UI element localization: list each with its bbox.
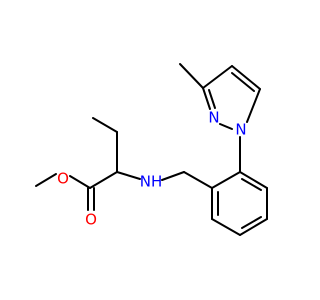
bond-ethyl-ch3 <box>92 117 118 133</box>
bond-ring-inner-1 <box>241 178 262 191</box>
bond-c4-c3 <box>202 65 233 89</box>
bond-ring-2 <box>239 171 268 189</box>
carbonyl-oxygen-label: O <box>85 211 97 229</box>
bond-c5-c4 <box>231 65 261 90</box>
bond-c5-c4-inner <box>231 72 255 92</box>
bond-ester-o-methyl <box>35 173 57 187</box>
bond-layer <box>35 63 268 236</box>
ester-oxygen-label: O <box>57 170 69 188</box>
pyrazole-n1-label: N <box>235 121 246 139</box>
bond-c3-methyl <box>179 63 204 89</box>
amine-nh-label: NH <box>140 173 163 191</box>
bond-ring-inner-2 <box>241 216 262 229</box>
bond-ch2-aryl <box>183 171 213 189</box>
bond-alpha-carbonyl <box>89 171 118 189</box>
bond-nh-ch2 <box>161 171 185 181</box>
bond-c3-n2-a <box>202 87 211 110</box>
bond-n1-c5 <box>246 88 261 123</box>
bond-ring-1 <box>211 171 241 189</box>
bond-carbonyl-ester-o <box>69 175 91 189</box>
bond-ring-5 <box>211 218 241 236</box>
bond-c3-n2-b <box>208 89 216 109</box>
bond-ring-4 <box>239 218 268 236</box>
bond-n2-n1 <box>219 123 233 130</box>
pyrazole-n2-label: N <box>208 109 219 127</box>
bond-alpha-nh <box>116 171 141 180</box>
molecule-diagram: O O NH N N <box>35 63 268 236</box>
